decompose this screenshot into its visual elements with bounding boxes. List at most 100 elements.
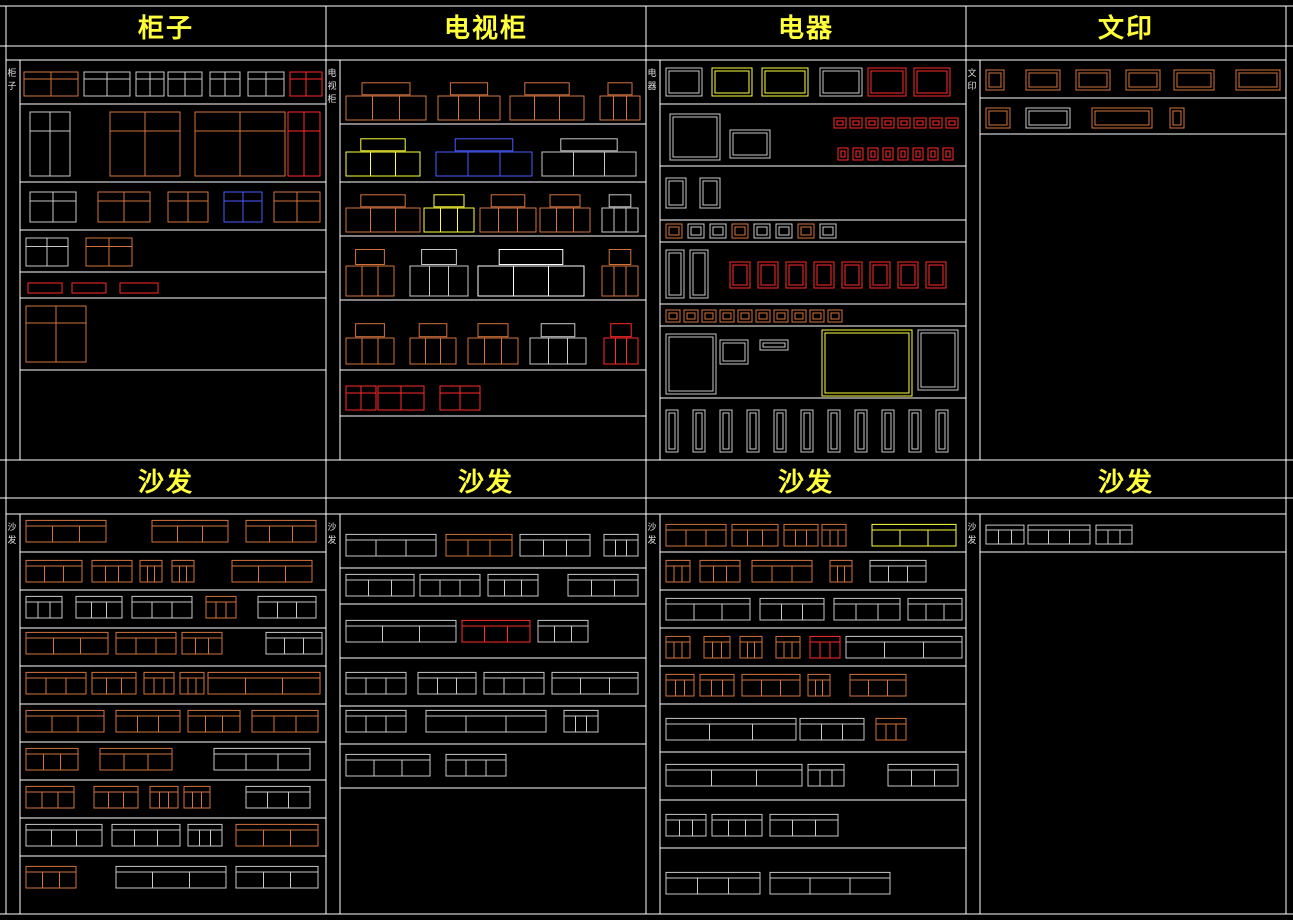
sofa-back-symbol	[775, 635, 801, 643]
sofa-symbol	[699, 679, 735, 697]
sofa-symbol	[139, 565, 163, 583]
tv-symbol	[529, 337, 587, 365]
appliance-symbol	[729, 129, 771, 159]
sofa-symbol	[833, 603, 901, 621]
sofa-back-symbol	[151, 519, 229, 527]
sofa-back-symbol	[345, 619, 457, 627]
appliance-symbol	[912, 147, 924, 161]
sofa-symbol	[871, 529, 957, 547]
sofa-back-symbol	[257, 595, 317, 603]
sofa-back-symbol	[799, 717, 865, 725]
appliance-symbol	[753, 223, 771, 239]
side-label-stationery: 文印	[967, 69, 977, 92]
appliance-symbol	[1169, 107, 1185, 129]
appliance-symbol	[927, 147, 939, 161]
appliance-symbol	[699, 177, 721, 209]
appliance-symbol	[809, 309, 825, 323]
appliance-screen-symbol	[988, 110, 1008, 126]
appliance-symbol	[1025, 107, 1071, 129]
appliance-screen-symbol	[722, 312, 732, 320]
appliance-symbol	[665, 309, 681, 323]
appliance-symbol	[881, 409, 895, 453]
sofa-symbol	[231, 565, 313, 583]
tv-symbol	[601, 265, 639, 297]
sofa-symbol	[563, 715, 599, 733]
sofa-symbol	[183, 791, 211, 809]
sofa-back-symbol	[699, 559, 741, 567]
sofa-symbol	[25, 753, 79, 771]
appliance-symbol	[692, 409, 706, 453]
sofa-back-symbol	[833, 597, 901, 605]
sofa-back-symbol	[245, 519, 317, 527]
appliance-symbol	[985, 69, 1005, 91]
sofa-back-symbol	[807, 673, 831, 681]
appliance-screen-symbol	[776, 312, 786, 320]
sofa-back-symbol	[99, 747, 173, 755]
sofa-back-symbol	[603, 533, 639, 541]
sofa-back-symbol	[25, 559, 83, 567]
appliance-symbol	[1025, 69, 1061, 91]
tv-symbol	[599, 95, 641, 121]
sofa-back-symbol	[563, 709, 599, 717]
sofa-back-symbol	[731, 523, 779, 531]
appliance-symbol	[985, 107, 1011, 129]
sofa-symbol	[739, 641, 763, 659]
sofa-back-symbol	[769, 813, 839, 821]
appliance-screen-symbol	[668, 70, 700, 94]
appliance-screen-symbol	[668, 336, 714, 392]
sofa-symbol	[99, 753, 173, 771]
appliance-symbol	[669, 113, 721, 161]
appliance-symbol	[908, 409, 922, 453]
sofa-symbol	[703, 641, 731, 659]
appliance-screen-symbol	[668, 412, 676, 450]
appliance-symbol	[882, 147, 894, 161]
sofa-symbol	[187, 829, 223, 847]
appliance-screen-symbol	[884, 120, 892, 126]
sofa-symbol	[783, 529, 819, 547]
sofa-symbol	[807, 679, 831, 697]
panel-title-sofa-3: 沙发	[777, 468, 834, 498]
sofa-back-symbol	[985, 524, 1025, 531]
sofa-back-symbol	[665, 673, 695, 681]
sofa-symbol	[665, 877, 761, 895]
sofa-back-symbol	[665, 813, 707, 821]
appliance-screen-symbol	[930, 150, 936, 158]
sofa-back-symbol	[829, 559, 853, 567]
sofa-back-symbol	[741, 673, 801, 681]
tv-screen-symbol	[540, 323, 576, 338]
sofa-symbol	[25, 715, 105, 733]
sofa-symbol	[665, 529, 727, 547]
appliance-screen-symbol	[668, 180, 684, 206]
sofa-symbol	[849, 679, 907, 697]
appliance-screen-symbol	[1028, 72, 1058, 88]
sofa-symbol	[25, 565, 83, 583]
tv-screen-symbol	[355, 323, 385, 338]
appliance-screen-symbol	[915, 150, 921, 158]
appliance-symbol	[897, 147, 909, 161]
appliance-screen-symbol	[920, 332, 956, 388]
sofa-back-symbol	[115, 631, 177, 639]
appliance-symbol	[854, 409, 868, 453]
sofa-back-symbol	[703, 635, 731, 643]
appliance-screen-symbol	[803, 412, 811, 450]
appliance-symbol	[689, 249, 709, 299]
appliance-screen-symbol	[778, 226, 790, 236]
appliance-screen-symbol	[844, 264, 860, 286]
sofa-symbol	[345, 677, 407, 695]
appliance-symbol	[665, 409, 679, 453]
sofa-symbol	[985, 529, 1025, 545]
appliance-screen-symbol	[1238, 72, 1278, 88]
appliance-screen-symbol	[704, 312, 714, 320]
sofa-symbol	[91, 677, 137, 695]
appliance-symbol	[913, 117, 927, 129]
appliance-screen-symbol	[1128, 72, 1158, 88]
appliance-symbol	[800, 409, 814, 453]
sofa-symbol	[93, 791, 139, 809]
appliance-symbol	[833, 117, 847, 129]
appliance-screen-symbol	[672, 116, 718, 158]
tv-screen-symbol	[524, 82, 570, 96]
sofa-back-symbol	[179, 671, 205, 679]
appliance-screen-symbol	[1078, 72, 1108, 88]
sofa-symbol	[665, 819, 707, 837]
sofa-symbol	[537, 625, 589, 643]
